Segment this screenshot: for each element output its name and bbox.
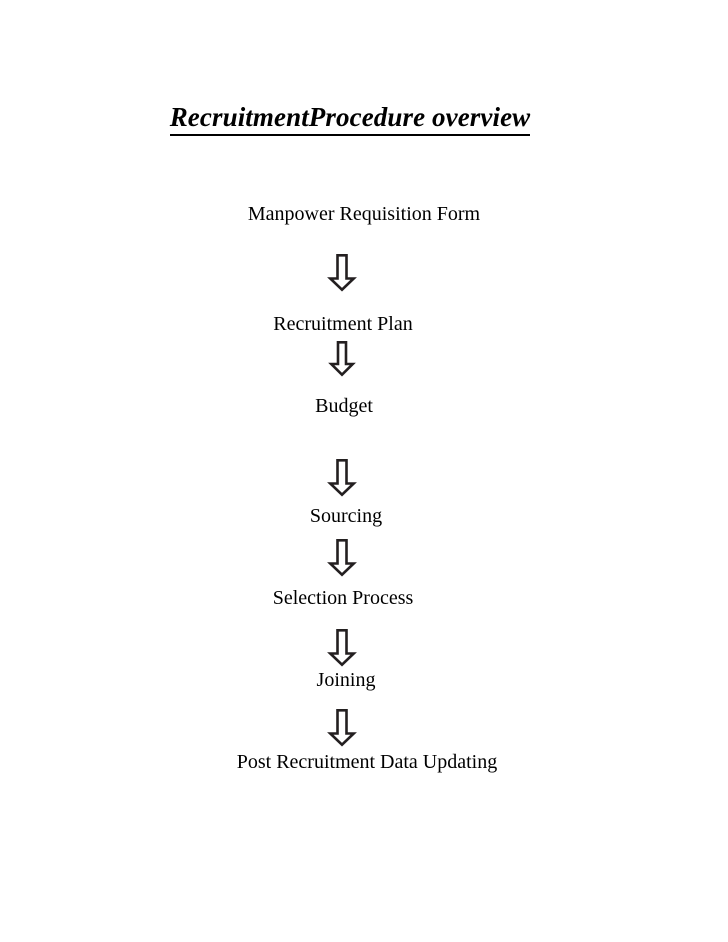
flow-step-label: Joining [316,669,376,691]
flow-step-label: Post Recruitment Data Updating [236,751,498,773]
flow-step-label: Sourcing [309,505,383,527]
down-block-arrow-icon [328,340,356,377]
flow-step-post-recruitment-data-updating: Post Recruitment Data Updating [0,750,728,774]
down-block-arrow-icon [327,538,357,577]
flow-step-label: Manpower Requisition Form [247,203,481,225]
flow-step-manpower-requisition-form: Manpower Requisition Form [0,202,728,226]
page-title-text: RecruitmentProcedure overview [169,102,531,137]
down-block-arrow-icon [327,458,357,497]
flow-step-sourcing: Sourcing [0,504,728,528]
down-block-arrow-icon [327,708,357,747]
down-block-arrow-icon [327,253,357,292]
flow-step-selection-process: Selection Process [0,586,728,610]
flow-step-budget: Budget [0,394,728,418]
flow-step-joining: Joining [0,668,728,692]
flow-step-recruitment-plan: Recruitment Plan [0,312,728,336]
flow-step-label: Recruitment Plan [273,313,413,335]
down-block-arrow-icon [327,628,357,667]
flow-step-label: Budget [315,395,373,417]
flow-step-label: Selection Process [272,587,414,609]
page-title: RecruitmentProcedure overview [0,102,728,137]
